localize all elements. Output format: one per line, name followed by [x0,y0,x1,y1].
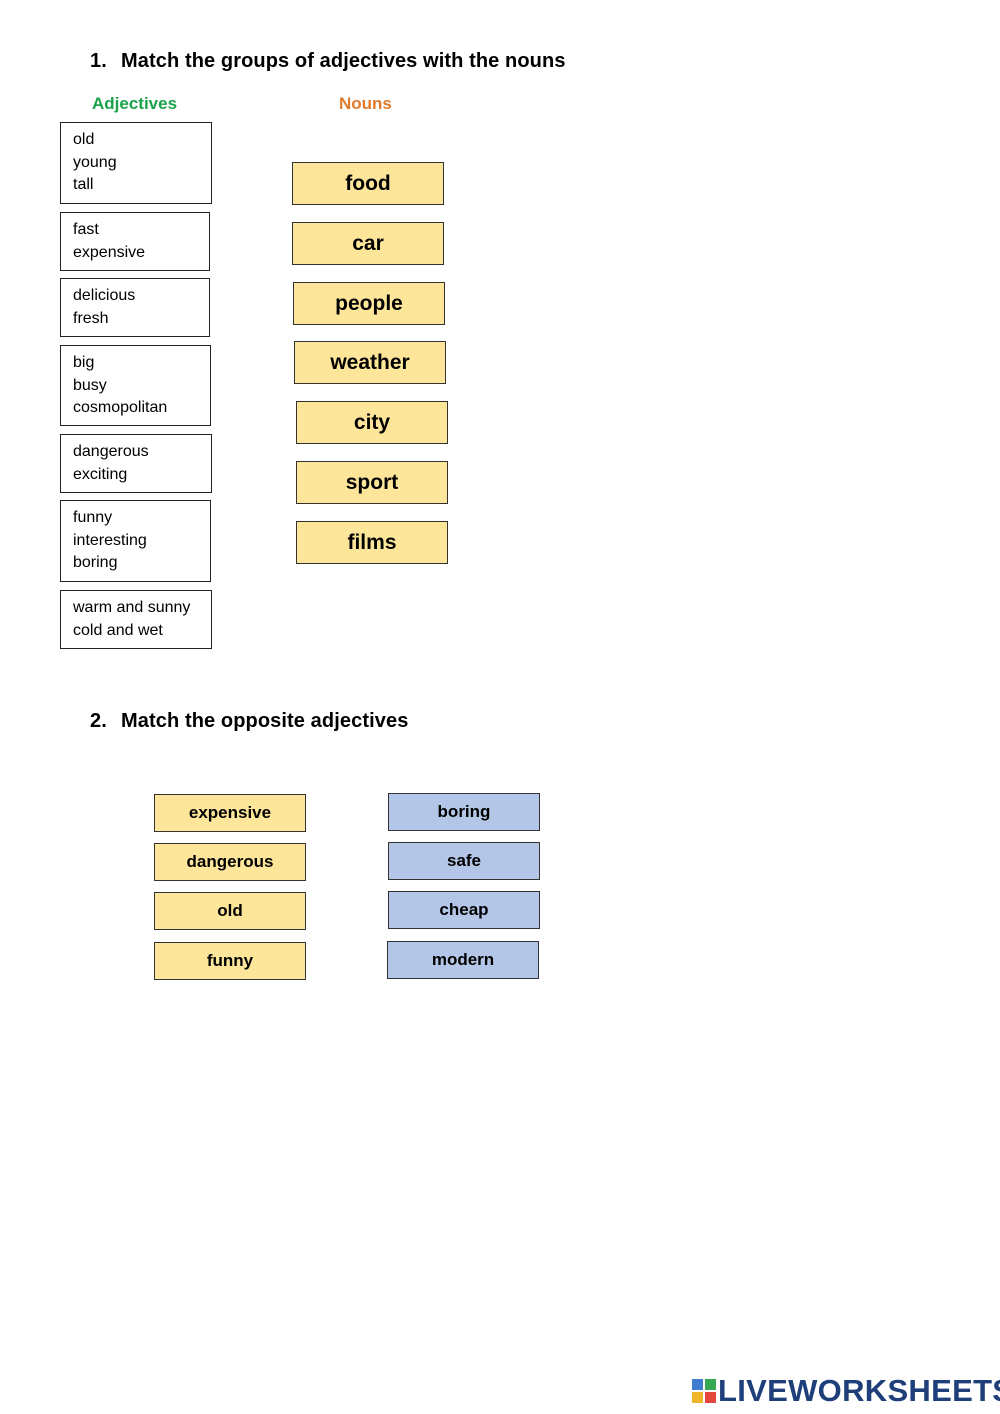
adjective-group-2[interactable]: fast expensive [60,212,210,271]
noun-car[interactable]: car [292,222,444,265]
liveworksheets-logo: LIVEWORKSHEETS [692,1373,1000,1408]
adjective-word: expensive [73,243,146,261]
adjective-group-3[interactable]: delicious fresh [60,278,210,337]
adjective-word: big [73,354,95,371]
adjective-word: exciting [73,465,128,483]
nouns-label: Nouns [339,94,392,113]
adjective-group-1[interactable]: old young tall [60,122,212,204]
noun-city[interactable]: city [296,401,448,444]
adjectives-label: Adjectives [92,94,178,113]
question-2-text: Match the opposite adjectives [121,710,409,732]
adjective-group-6[interactable]: funny interesting boring [60,500,211,582]
adjective-word: dangerous [73,443,149,460]
adjective-word: fast [73,221,99,238]
adjective-word: interesting [73,531,147,549]
noun-food[interactable]: food [292,162,444,205]
adjective-word: warm and sunny [73,599,191,616]
adjective-word: old [73,131,95,148]
opposite-right-boring[interactable]: boring [388,793,540,831]
adjective-word: cosmopolitan [73,399,168,416]
adjective-word: fresh [73,309,109,327]
adjective-word: young [73,153,117,171]
question-1-title: 1. Match the groups of adjectives with th… [90,50,566,73]
adjective-word: cold and wet [73,621,163,639]
opposite-right-safe[interactable]: safe [388,842,540,880]
adjective-group-5[interactable]: dangerous exciting [60,434,212,493]
noun-people[interactable]: people [293,282,445,325]
adjective-word: boring [73,554,118,571]
logo-text: LIVEWORKSHEETS [718,1373,1000,1408]
noun-sport[interactable]: sport [296,461,448,504]
question-2-number: 2. [90,710,107,732]
adjective-word: busy [73,376,107,394]
noun-films[interactable]: films [296,521,448,564]
adjective-group-4[interactable]: big busy cosmopolitan [60,345,211,426]
opposite-left-expensive[interactable]: expensive [154,794,306,832]
adjective-word: tall [73,176,94,193]
adjective-word: funny [73,509,113,526]
adjective-group-7[interactable]: warm and sunny cold and wet [60,590,212,649]
opposite-left-old[interactable]: old [154,892,306,930]
question-1-text: Match the groups of adjectives with the … [121,50,566,72]
opposite-left-dangerous[interactable]: dangerous [154,843,306,881]
logo-grid-icon [692,1379,716,1403]
adjective-word: delicious [73,287,136,304]
opposite-left-funny[interactable]: funny [154,942,306,980]
question-1-number: 1. [90,50,107,72]
opposite-right-cheap[interactable]: cheap [388,891,540,929]
noun-weather[interactable]: weather [294,341,446,384]
question-2-title: 2. Match the opposite adjectives [90,710,408,733]
opposite-right-modern[interactable]: modern [387,941,539,979]
